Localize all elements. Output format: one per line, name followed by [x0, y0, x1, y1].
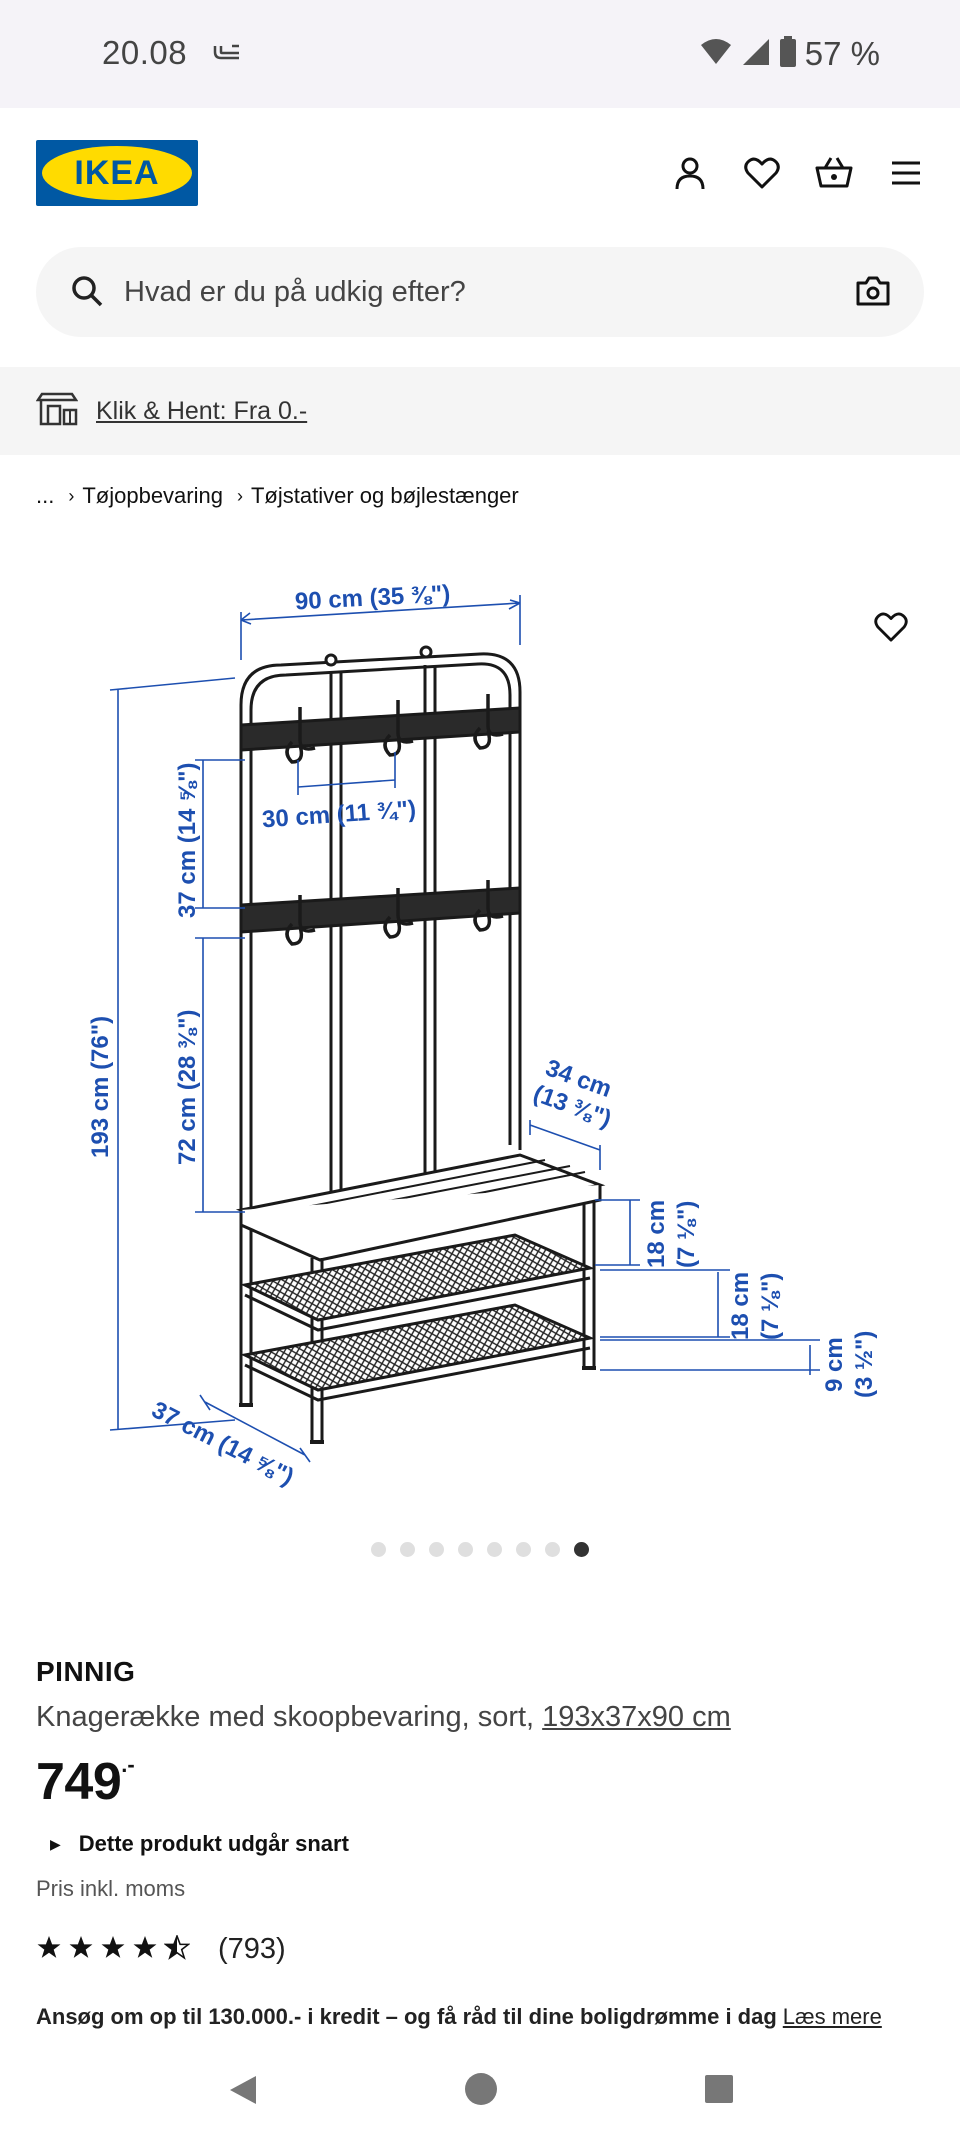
menu-icon[interactable]: [886, 153, 926, 193]
credit-text: Ansøg om op til 130.000.- i kredit – og …: [36, 2004, 777, 2029]
caret-right-icon: ▶: [50, 1835, 61, 1852]
basket-icon[interactable]: [814, 153, 854, 193]
star-full-icon: [36, 1935, 62, 1965]
star-full-icon: [100, 1935, 126, 1965]
carousel-dots: [0, 1542, 960, 1557]
price-value: 749: [36, 1753, 122, 1811]
dim-shelf-gap-1-in: (7 ⅛"): [673, 1201, 700, 1268]
battery-percent: 57 %: [804, 35, 880, 72]
credit-banner: Ansøg om op til 130.000.- i kredit – og …: [36, 2004, 936, 2030]
back-icon[interactable]: [226, 2072, 260, 2113]
expiring-notice-text: Dette produkt udgår snart: [78, 1831, 349, 1856]
store-icon: [35, 392, 79, 431]
breadcrumb-ellipsis[interactable]: ...: [36, 483, 55, 508]
header-icons: [670, 153, 926, 193]
search-bar: [36, 247, 924, 337]
home-icon[interactable]: [464, 2072, 498, 2111]
dimension-drawing: 90 cm (35 ⅜") 30 cm (11 ¾") 37 cm (14 ⅝"…: [87, 580, 878, 1491]
wifi-icon: [699, 38, 733, 71]
logo-oval: IKEA: [42, 146, 192, 200]
dim-width-label: 90 cm (35 ⅜"): [294, 580, 451, 615]
site-header: IKEA: [0, 108, 960, 238]
status-indicators: 57 %: [699, 34, 880, 74]
carousel-dot[interactable]: [545, 1542, 560, 1557]
dim-total-height-label: 193 cm (76"): [87, 1016, 114, 1158]
product-image[interactable]: 90 cm (35 ⅜") 30 cm (11 ¾") 37 cm (14 ⅝"…: [0, 540, 960, 1520]
dim-shelf-gap-2-in: (7 ⅛"): [757, 1273, 784, 1340]
carousel-dot-active[interactable]: [574, 1542, 589, 1557]
carousel-dot[interactable]: [516, 1542, 531, 1557]
signal-icon: [741, 37, 771, 72]
carousel-dot[interactable]: [458, 1542, 473, 1557]
dim-shelf-gap-2-cm: 18 cm: [727, 1272, 754, 1340]
battery-icon: [779, 35, 797, 73]
breadcrumb-item-clothes-racks[interactable]: Tøjstativer og bøjlestænger: [250, 483, 519, 508]
dim-upper-rail-label: 37 cm (14 ⅝"): [174, 763, 201, 918]
account-icon[interactable]: [670, 153, 710, 193]
click-collect-link[interactable]: Klik & Hent: Fra 0.-: [96, 396, 308, 425]
credit-read-more-link[interactable]: Læs mere: [782, 2004, 882, 2029]
recent-apps-icon[interactable]: [704, 2074, 734, 2109]
camera-search-icon[interactable]: [854, 273, 892, 314]
dim-bottom-gap-cm: 9 cm: [821, 1337, 848, 1392]
star-full-icon: [68, 1935, 94, 1965]
product-name: PINNIG: [36, 1656, 136, 1687]
dim-mid-height-label: 72 cm (28 ⅜"): [174, 1010, 201, 1165]
breadcrumb-item-clothes-storage[interactable]: Tøjopbevaring: [82, 483, 223, 508]
logo-text: IKEA: [74, 153, 160, 192]
dim-hook-spacing-label: 30 cm (11 ¾"): [261, 796, 417, 834]
heart-icon[interactable]: [742, 153, 782, 193]
favourite-heart-icon[interactable]: [874, 612, 908, 647]
breadcrumb: ... › Tøjopbevaring › Tøjstativer og bøj…: [36, 483, 519, 509]
star-full-icon: [132, 1935, 158, 1965]
carousel-dot[interactable]: [429, 1542, 444, 1557]
product-size-link[interactable]: 193x37x90 cm: [542, 1701, 731, 1733]
carousel-dot[interactable]: [371, 1542, 386, 1557]
ikea-logo[interactable]: IKEA: [36, 140, 198, 206]
chevron-right-icon: ›: [68, 485, 75, 506]
star-half-icon: [163, 1933, 191, 1965]
status-time: 20.08: [102, 34, 188, 71]
review-count: (793): [218, 1933, 286, 1965]
carousel-dot[interactable]: [487, 1542, 502, 1557]
dim-shelf-gap-1-cm: 18 cm: [643, 1200, 670, 1268]
click-collect-banner: Klik & Hent: Fra 0.-: [0, 367, 960, 455]
chevron-right-icon: ›: [236, 485, 243, 506]
search-icon: [70, 274, 104, 313]
carousel-dot[interactable]: [400, 1542, 415, 1557]
product-description-text: Knagerække med skoopbevaring, sort,: [36, 1701, 543, 1733]
system-nav-bar: [0, 2060, 960, 2137]
product-price: 749.-: [36, 1752, 135, 1812]
search-input[interactable]: [124, 247, 824, 337]
product-rating[interactable]: (793): [36, 1933, 286, 1966]
status-bar: 20.08 57 %: [0, 0, 960, 108]
vat-note: Pris inkl. moms: [36, 1876, 186, 1901]
vpn-key-icon: [212, 42, 242, 70]
product-description: Knagerække med skoopbevaring, sort, 193x…: [36, 1701, 731, 1734]
price-suffix: .-: [121, 1752, 135, 1777]
expiring-notice[interactable]: ▶ Dette produkt udgår snart: [50, 1831, 349, 1857]
dim-bottom-gap-in: (3 ½"): [851, 1331, 878, 1398]
